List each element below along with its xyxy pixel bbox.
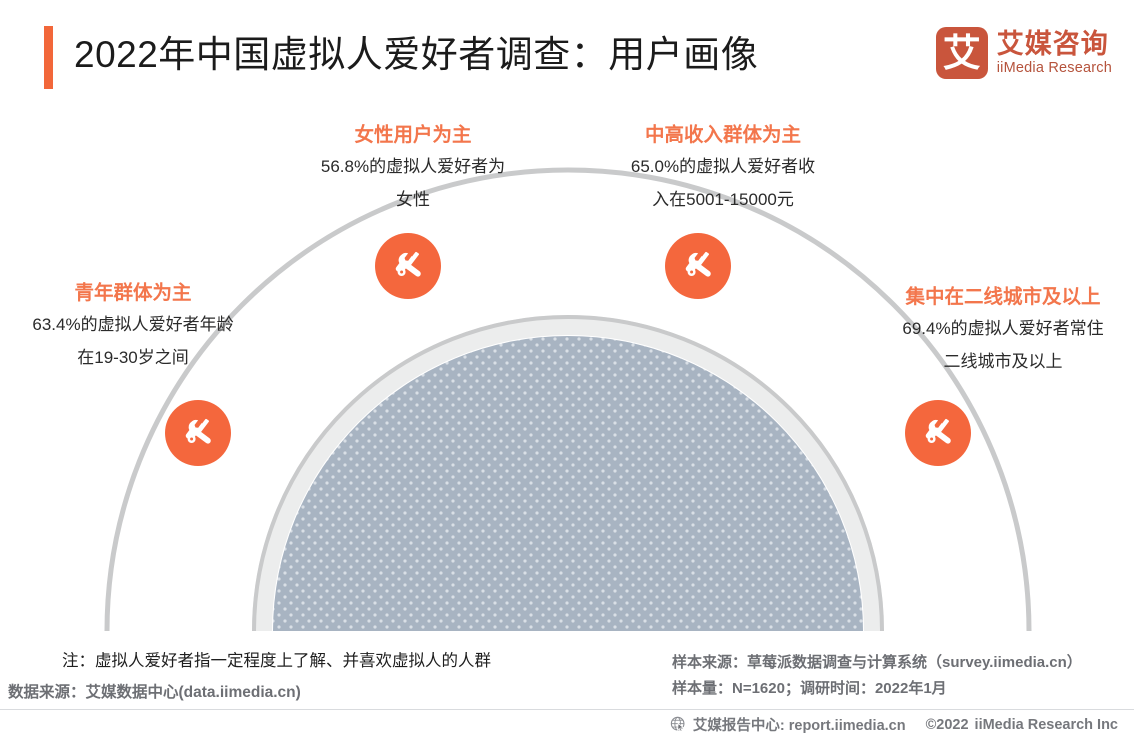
tools-icon <box>185 418 211 444</box>
fact-badge-city <box>905 400 971 466</box>
fact-line-2: 入在5001-15000元 <box>652 190 794 209</box>
fact-block-gender: 女性用户为主 56.8%的虚拟人爱好者为 女性 <box>288 120 538 216</box>
footnote-data-source: 数据来源：艾媒数据中心(data.iimedia.cn) <box>8 684 301 701</box>
fact-line-1: 56.8%的虚拟人爱好者为 <box>320 157 506 176</box>
page-title: 2022年中国虚拟人爱好者调查：用户画像 <box>74 34 759 75</box>
brand-logo: 艾 艾媒咨询 iiMedia Research <box>935 22 1112 84</box>
footer-copyright: ©2022 <box>925 716 969 733</box>
fact-line-1: 63.4%的虚拟人爱好者年龄 <box>32 315 234 334</box>
fact-block-city: 集中在二线城市及以上 69.4%的虚拟人爱好者常住 二线城市及以上 <box>872 282 1134 378</box>
fact-headline: 集中在二线城市及以上 <box>905 286 1101 308</box>
page-footer: 艾媒报告中心: report.iimedia.cn ©2022 iiMedia … <box>670 712 1118 737</box>
iimedia-logo-mark: 艾 <box>935 27 988 79</box>
brand-name-cn: 艾媒咨询 <box>996 29 1109 59</box>
fact-line-1: 69.4%的虚拟人爱好者常住 <box>902 319 1104 338</box>
fact-block-age: 青年群体为主 63.4%的虚拟人爱好者年龄 在19-30岁之间 <box>8 278 258 374</box>
fact-line-1: 65.0%的虚拟人爱好者收 <box>630 157 816 176</box>
tools-icon <box>395 251 421 277</box>
tools-icon <box>685 251 711 277</box>
fact-badge-gender <box>375 233 441 299</box>
brand-logo-text: 艾媒咨询 iiMedia Research <box>997 29 1112 77</box>
footnote-sample-size: 样本量：N=1620；调研时间：2022年1月 <box>672 680 947 697</box>
fact-badge-age <box>165 400 231 466</box>
fact-headline: 女性用户为主 <box>354 124 472 146</box>
footer-company: iiMedia Research Inc <box>974 716 1118 733</box>
fact-headline: 中高收入群体为主 <box>644 124 801 146</box>
fact-headline: 青年群体为主 <box>74 282 192 304</box>
footnote-note: 注：虚拟人爱好者指一定程度上了解、并喜欢虚拟人的人群 <box>62 652 491 670</box>
tools-icon <box>925 418 951 444</box>
footer-divider <box>0 709 1134 710</box>
page-header: 2022年中国虚拟人爱好者调查：用户画像 艾 艾媒咨询 iiMedia Rese… <box>0 0 1134 110</box>
footer-report-center: 艾媒报告中心: report.iimedia.cn <box>692 718 906 734</box>
fact-line-2: 在19-30岁之间 <box>77 348 189 367</box>
fact-line-2: 女性 <box>396 190 430 209</box>
fact-block-income: 中高收入群体为主 65.0%的虚拟人爱好者收 入在5001-15000元 <box>598 120 848 216</box>
title-accent-bar <box>44 26 53 89</box>
fact-badge-income <box>665 233 731 299</box>
brand-name-en: iiMedia Research <box>996 60 1112 76</box>
footnote-sample-source: 样本来源：草莓派数据调查与计算系统（survey.iimedia.cn） <box>672 654 1082 671</box>
globe-cursor-icon <box>670 716 685 732</box>
fact-line-2: 二线城市及以上 <box>943 352 1063 371</box>
footnote-sample: 样本来源：草莓派数据调查与计算系统（survey.iimedia.cn） 样本量… <box>672 650 1082 702</box>
